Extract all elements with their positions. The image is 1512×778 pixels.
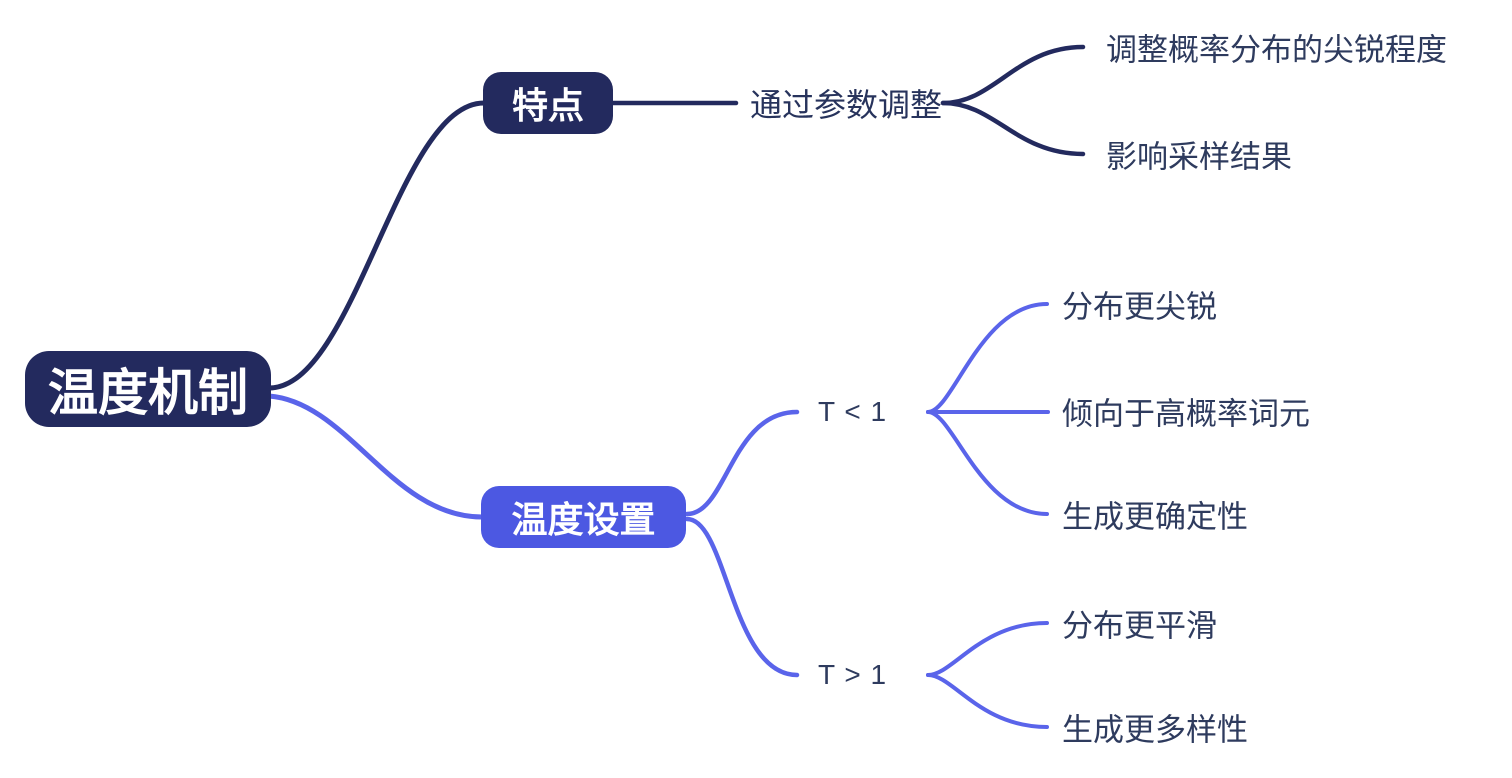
node-t-less-than-1[interactable]: T < 1: [818, 396, 888, 427]
connector-tless-leaf1: [926, 302, 1049, 414]
branch-node-temperature-settings[interactable]: 温度设置: [481, 486, 686, 548]
connector-root-tedian: [266, 100, 487, 391]
leaf-adjust-distribution-sharpness[interactable]: 调整概率分布的尖锐程度: [1106, 32, 1447, 68]
connector-wendu-tgreater: [684, 516, 800, 678]
node-adjust-via-parameters[interactable]: 通过参数调整: [750, 87, 943, 123]
branch-node-features-label: 特点: [511, 85, 584, 126]
leaf-favors-high-probability-tokens[interactable]: 倾向于高概率词元: [1062, 396, 1310, 432]
connector-tongguo-leaf1: [940, 44, 1086, 106]
leaf-generation-more-diverse[interactable]: 生成更多样性: [1062, 712, 1248, 748]
leaf-distribution-smoother[interactable]: 分布更平滑: [1062, 608, 1217, 644]
connector-tless-leaf3: [926, 410, 1049, 516]
branch-node-temperature-settings-label: 温度设置: [511, 499, 656, 540]
leaf-generation-more-deterministic[interactable]: 生成更确定性: [1062, 499, 1248, 535]
connector-tgreater-leaf2: [926, 673, 1049, 729]
connector-wendu-tless: [684, 409, 800, 517]
branch-node-features[interactable]: 特点: [483, 72, 613, 134]
connector-root-wendu: [266, 393, 485, 520]
connector-tgreater-leaf1: [926, 621, 1049, 677]
connector-tongguo-leaf2: [940, 100, 1086, 157]
leaf-distribution-sharper[interactable]: 分布更尖锐: [1062, 289, 1217, 325]
leaf-affects-sampling-results[interactable]: 影响采样结果: [1106, 139, 1292, 175]
root-node-temperature-mechanism[interactable]: 温度机制: [25, 351, 271, 427]
root-node-label: 温度机制: [48, 365, 248, 421]
node-t-greater-than-1[interactable]: T > 1: [818, 659, 888, 690]
